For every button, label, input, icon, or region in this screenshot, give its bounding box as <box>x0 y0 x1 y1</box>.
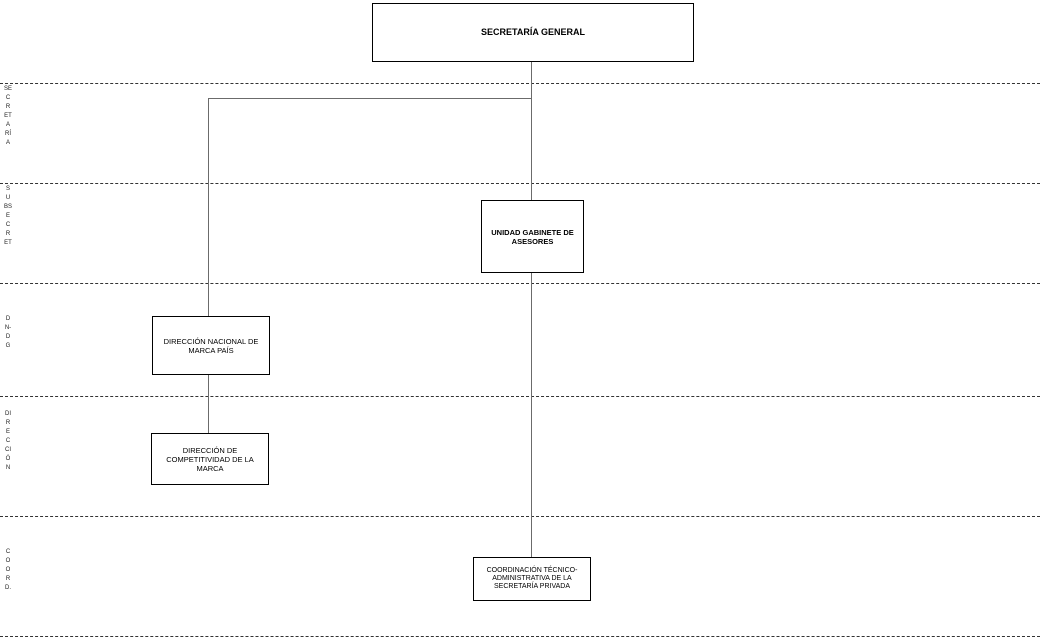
unit-competitividad-marca: DIRECCIÓN DE COMPETITIVIDAD DE LA MARCA <box>151 433 269 485</box>
connector-main-trunk <box>531 62 532 200</box>
level-divider-3 <box>0 283 1040 284</box>
level-label-secretaria: SECRETARÍA <box>4 86 13 146</box>
connector-marca-to-competitividad <box>208 374 209 433</box>
connector-branch-horizontal <box>208 98 531 99</box>
level-divider-6 <box>0 636 1040 637</box>
level-divider-4 <box>0 396 1040 397</box>
level-divider-5 <box>0 516 1040 517</box>
unit-coordinacion-tecnico: COORDINACIÓN TÉCNICO-ADMINISTRATIVA DE L… <box>473 557 591 601</box>
level-label-subsecretaria: SUBSECRET <box>4 186 13 246</box>
unit-gabinete-asesores: UNIDAD GABINETE DE ASESORES <box>481 200 584 273</box>
level-label-dn-dg: DN-DG <box>4 316 12 349</box>
unit-secretaria-general: SECRETARÍA GENERAL <box>372 3 694 62</box>
level-label-direccion: DIRECCIÓN <box>5 411 11 471</box>
unit-marca-pais-label: DIRECCIÓN NACIONAL DE MARCA PAÍS <box>163 336 259 355</box>
unit-marca-pais: DIRECCIÓN NACIONAL DE MARCA PAÍS <box>152 316 270 375</box>
level-divider-1 <box>0 83 1040 84</box>
connector-branch-to-marca-pais <box>208 98 209 316</box>
connector-gabinete-to-coordinacion <box>531 272 532 558</box>
unit-coordinacion-tecnico-label: COORDINACIÓN TÉCNICO-ADMINISTRATIVA DE L… <box>486 567 578 590</box>
unit-competitividad-marca-label: DIRECCIÓN DE COMPETITIVIDAD DE LA MARCA <box>166 445 254 473</box>
unit-secretaria-general-label: SECRETARÍA GENERAL <box>480 27 585 37</box>
level-label-coordinacion: COORD. <box>5 549 11 591</box>
unit-gabinete-asesores-label: UNIDAD GABINETE DE ASESORES <box>491 227 574 246</box>
level-divider-2 <box>0 183 1040 184</box>
